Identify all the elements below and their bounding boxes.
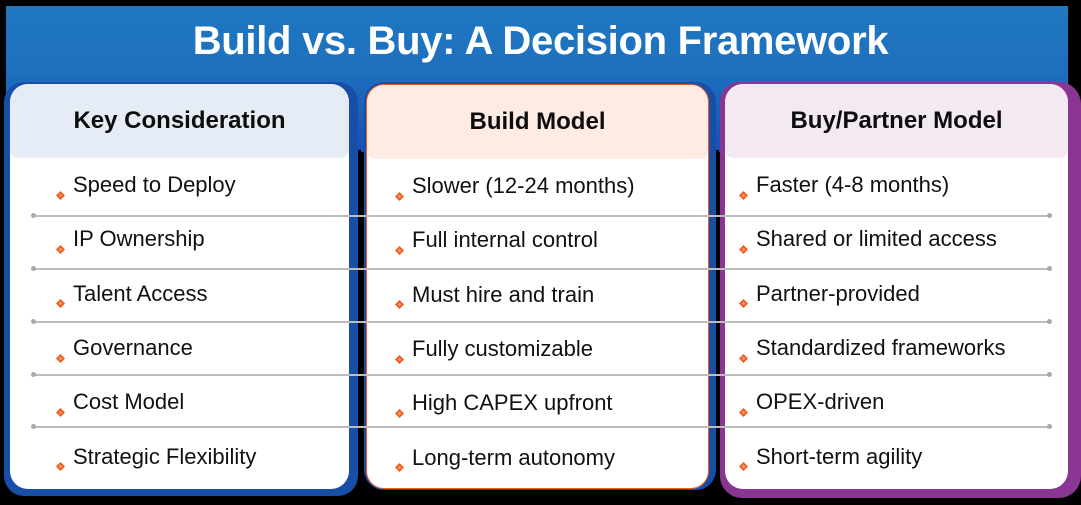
- orange-diamond-icon: [739, 288, 748, 309]
- row-separator: [31, 266, 1052, 271]
- buy-model-card: Buy/Partner Model Faster (4-8 months) Sh…: [725, 84, 1068, 489]
- row-separator: [31, 319, 1052, 324]
- build-model-header: Build Model: [367, 85, 708, 159]
- key-consideration-card: Key Consideration Speed to Deploy IP Own…: [10, 84, 349, 489]
- orange-diamond-icon: [739, 343, 748, 363]
- orange-diamond-icon: [56, 343, 65, 363]
- orange-diamond-icon: [56, 180, 65, 200]
- list-item: IP Ownership: [56, 212, 349, 266]
- list-item: Talent Access: [56, 267, 349, 321]
- orange-diamond-icon: [56, 451, 65, 472]
- page-title: Build vs. Buy: A Decision Framework: [192, 19, 889, 63]
- build-model-list: Slower (12-24 months) Full internal cont…: [367, 159, 708, 485]
- list-item: Short-term agility: [739, 429, 1068, 483]
- list-item: Cost Model: [56, 375, 349, 429]
- list-item: Faster (4-8 months): [739, 158, 1068, 212]
- list-item: Partner-provided: [739, 267, 1068, 321]
- orange-diamond-icon: [395, 398, 404, 418]
- column-divider: [716, 150, 719, 495]
- orange-diamond-icon: [739, 180, 748, 200]
- list-item: High CAPEX upfront: [395, 376, 708, 430]
- list-item: Governance: [56, 321, 349, 375]
- orange-diamond-icon: [739, 234, 748, 254]
- key-consideration-header-label: Key Consideration: [73, 107, 286, 134]
- key-consideration-list: Speed to Deploy IP Ownership Talent Acce…: [10, 158, 349, 484]
- orange-diamond-icon: [56, 234, 65, 254]
- orange-diamond-icon: [56, 397, 65, 417]
- list-item: Strategic Flexibility: [56, 429, 349, 483]
- orange-diamond-icon: [395, 235, 404, 255]
- list-item: Slower (12-24 months): [395, 159, 708, 213]
- orange-diamond-icon: [395, 344, 404, 364]
- list-item: Long-term autonomy: [395, 430, 708, 484]
- orange-diamond-icon: [395, 181, 404, 201]
- row-separator: [31, 372, 1052, 377]
- orange-diamond-icon: [395, 452, 404, 473]
- list-item: Fully customizable: [395, 322, 708, 376]
- buy-model-header-label: Buy/Partner Model: [790, 107, 1003, 134]
- build-model-card: Build Model Slower (12-24 months) Full i…: [366, 84, 709, 489]
- column-divider: [358, 150, 361, 495]
- buy-model-header: Buy/Partner Model: [725, 84, 1068, 158]
- orange-diamond-icon: [739, 451, 748, 472]
- buy-model-list: Faster (4-8 months) Shared or limited ac…: [725, 158, 1068, 484]
- orange-diamond-icon: [395, 289, 404, 310]
- list-item: Speed to Deploy: [56, 158, 349, 212]
- list-item: Must hire and train: [395, 268, 708, 322]
- list-item: Standardized frameworks: [739, 321, 1068, 375]
- list-item: OPEX-driven: [739, 375, 1068, 429]
- orange-diamond-icon: [56, 288, 65, 309]
- orange-diamond-icon: [739, 397, 748, 417]
- row-separator: [31, 424, 1052, 429]
- row-separator: [31, 213, 1052, 218]
- list-item: Shared or limited access: [739, 212, 1068, 266]
- list-item: Full internal control: [395, 213, 708, 267]
- build-model-header-label: Build Model: [469, 108, 606, 135]
- key-consideration-header: Key Consideration: [10, 84, 349, 158]
